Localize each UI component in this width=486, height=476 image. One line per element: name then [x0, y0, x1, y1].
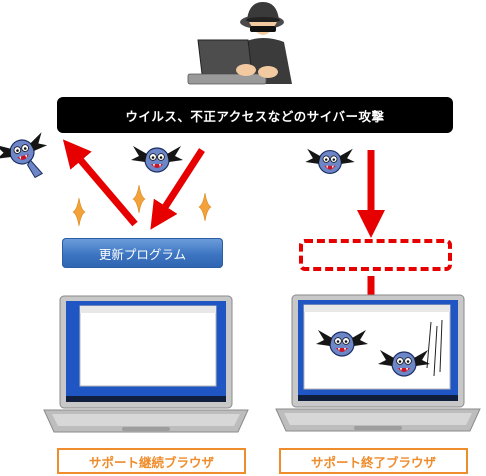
arrow-attack-update — [150, 148, 205, 230]
laptop-icon — [43, 295, 249, 433]
supported-browser-label: サポート継続ブラウザ — [57, 448, 246, 474]
hacker-icon — [187, 2, 292, 85]
virus-bug-icon — [0, 131, 51, 179]
attack-arrows — [62, 139, 385, 330]
virus-bug-icon — [304, 148, 356, 174]
sparkle-icon — [198, 192, 212, 222]
sparkle-icon — [72, 197, 86, 227]
cyber-attack-banner: ウイルス、不正アクセスなどのサイバー攻撃 — [57, 97, 453, 133]
update-program-box: 更新プログラム — [62, 238, 223, 268]
arrow-deflect — [62, 139, 138, 227]
missing-update-box — [299, 239, 452, 271]
sparkle-icon — [132, 184, 146, 214]
browser-window-unsupported — [303, 304, 451, 390]
laptop-icon — [275, 294, 481, 432]
browser-window-supported — [79, 305, 217, 387]
unsupported-browser-label: サポート終了ブラウザ — [279, 448, 468, 474]
virus-bug-icon — [130, 145, 184, 173]
